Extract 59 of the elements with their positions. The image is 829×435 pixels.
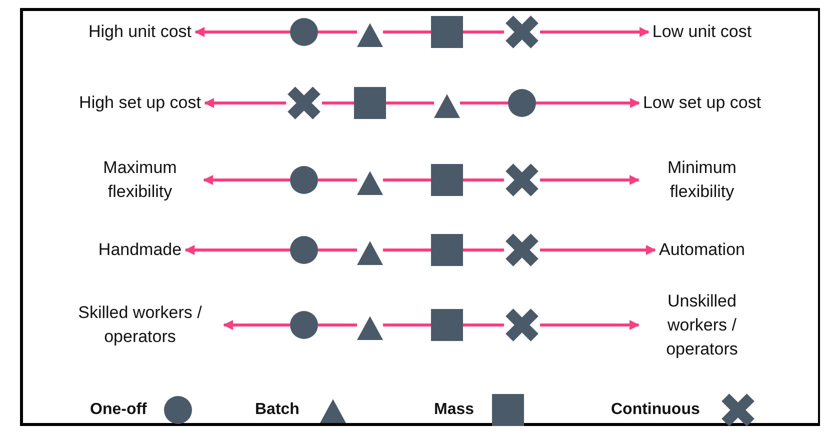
triangle-marker [434,92,460,118]
line-segment [463,30,504,34]
arrow [223,320,290,330]
arrow [536,98,640,108]
scale-end-label: Low set up cost [638,91,766,115]
cross-marker [504,162,540,198]
arrow [540,320,640,330]
circle-marker [290,18,318,46]
arrow [184,245,290,255]
line-segment [318,248,357,252]
line-segment [322,102,354,104]
arrow [540,27,650,37]
legend-label: Continuous [611,401,700,419]
triangle-marker [357,239,383,265]
triangle-marker [357,21,383,47]
scale-end-label: Low unit cost [648,20,756,44]
square-marker [431,234,463,266]
cross-marker [504,307,540,343]
circle-marker [290,166,318,194]
square-marker [431,164,463,196]
triangle-marker [357,314,383,340]
arrow [540,245,656,255]
line-segment [386,102,434,104]
line-segment [318,324,357,326]
line-segment [460,102,508,104]
scale-end-label: Automation [655,238,749,262]
arrow [194,27,290,37]
square-marker [431,16,463,48]
line-segment [463,248,504,252]
legend-label: Batch [255,401,300,419]
square-marker [431,309,463,341]
arrow [540,175,640,185]
scale-end-label: Minimum flexibility [638,156,766,204]
cross-marker [504,14,540,50]
circle-marker [290,311,318,339]
scale-end-label: Unskilled workers / operators [638,289,766,361]
cross-marker [504,232,540,268]
legend-label: Mass [434,401,474,419]
scale-end-label: High set up cost [75,91,205,115]
circle-marker [290,236,318,264]
line-segment [463,178,504,182]
triangle-marker [357,169,383,195]
line-segment [383,178,431,182]
scale-end-label: High unit cost [84,20,196,44]
arrow [203,175,290,185]
line-segment [383,248,431,252]
line-segment [383,324,431,326]
cross-marker [286,85,322,121]
scale-end-label: Handmade [94,238,186,262]
line-segment [318,178,357,182]
scale-end-label: Maximum flexibility [76,156,204,204]
circle-marker [508,89,536,117]
line-segment [463,324,504,326]
scale-end-label: Skilled workers / operators [56,301,224,349]
square-marker [354,87,386,119]
line-segment [318,30,357,34]
line-segment [383,30,431,34]
legend-label: One-off [90,401,147,419]
arrow [204,98,286,108]
